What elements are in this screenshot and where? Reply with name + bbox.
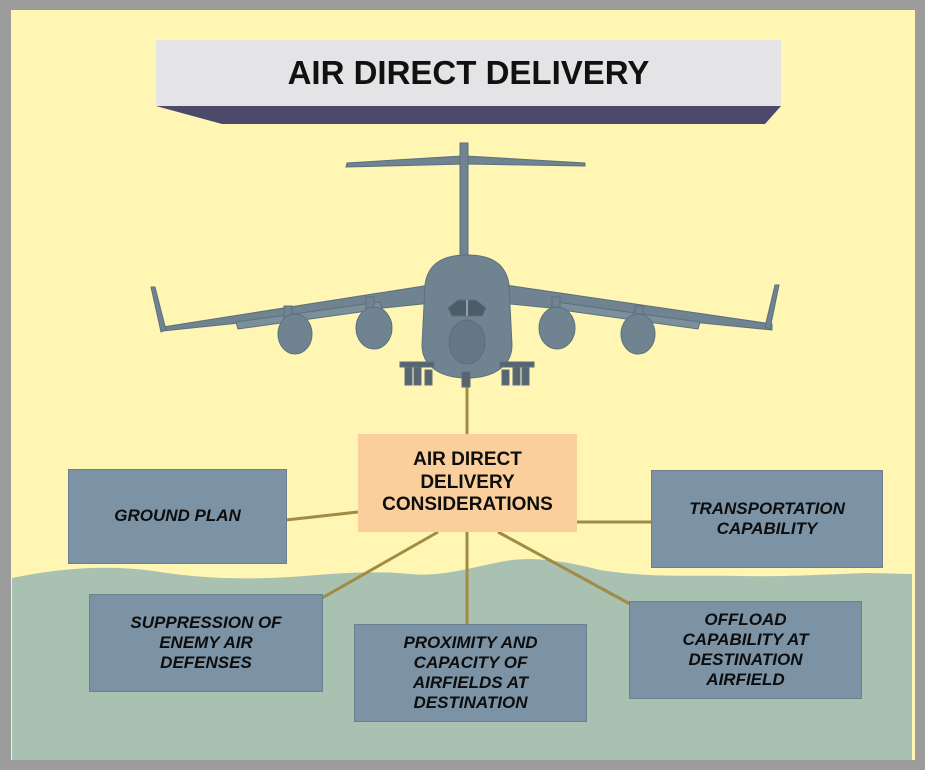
connector-lines [285,385,652,624]
engine-left-outer [277,305,313,355]
connector-suppression [321,530,439,600]
node-ground-plan: GROUND PLAN [68,469,287,564]
title-bar [156,40,781,106]
engine-left-inner [355,296,393,350]
connector-offload [497,530,631,606]
title-bar-shadow [156,106,781,124]
engine-right-outer [620,305,656,355]
engine-right-inner [538,296,576,350]
node-transportation-capability: TRANSPORTATION CAPABILITY [651,470,883,568]
node-proximity-capacity-airfields: PROXIMITY AND CAPACITY OF AIRFIELDS AT D… [354,624,587,722]
page-title: AIR DIRECT DELIVERY [287,54,650,91]
node-suppression-enemy-air-defenses: SUPPRESSION OF ENEMY AIR DEFENSES [89,594,323,692]
center-node-considerations: AIR DIRECT DELIVERY CONSIDERATIONS [358,434,577,532]
cargo-aircraft-illustration [150,142,780,388]
connector-ground-plan [285,510,359,522]
landing-gear [399,361,535,388]
node-offload-capability: OFFLOAD CAPABILITY AT DESTINATION AIRFIE… [629,601,862,699]
